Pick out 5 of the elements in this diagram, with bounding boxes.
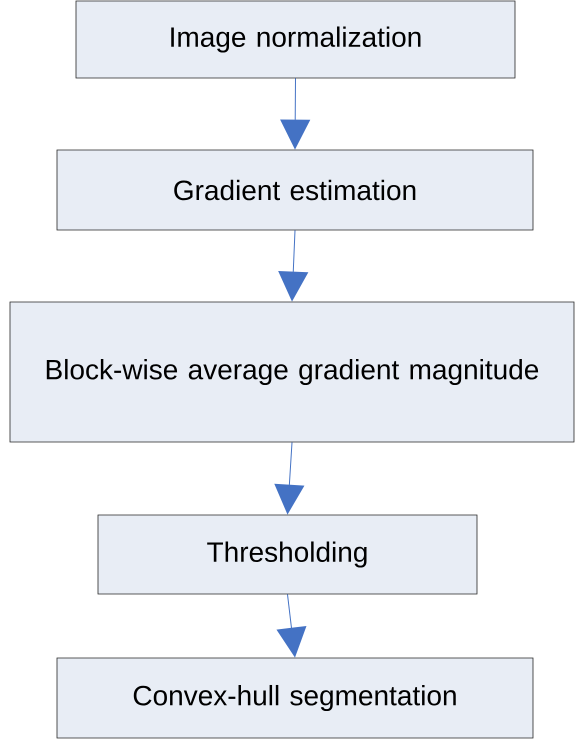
process-box: Thresholding [98,514,478,594]
process-box: Image normalization [76,0,516,78]
process-box: Gradient estimation [56,150,534,230]
process-box: Block-wise average gradient magnitude [10,302,574,442]
process-box: Convex-hull segmentation [56,658,534,738]
